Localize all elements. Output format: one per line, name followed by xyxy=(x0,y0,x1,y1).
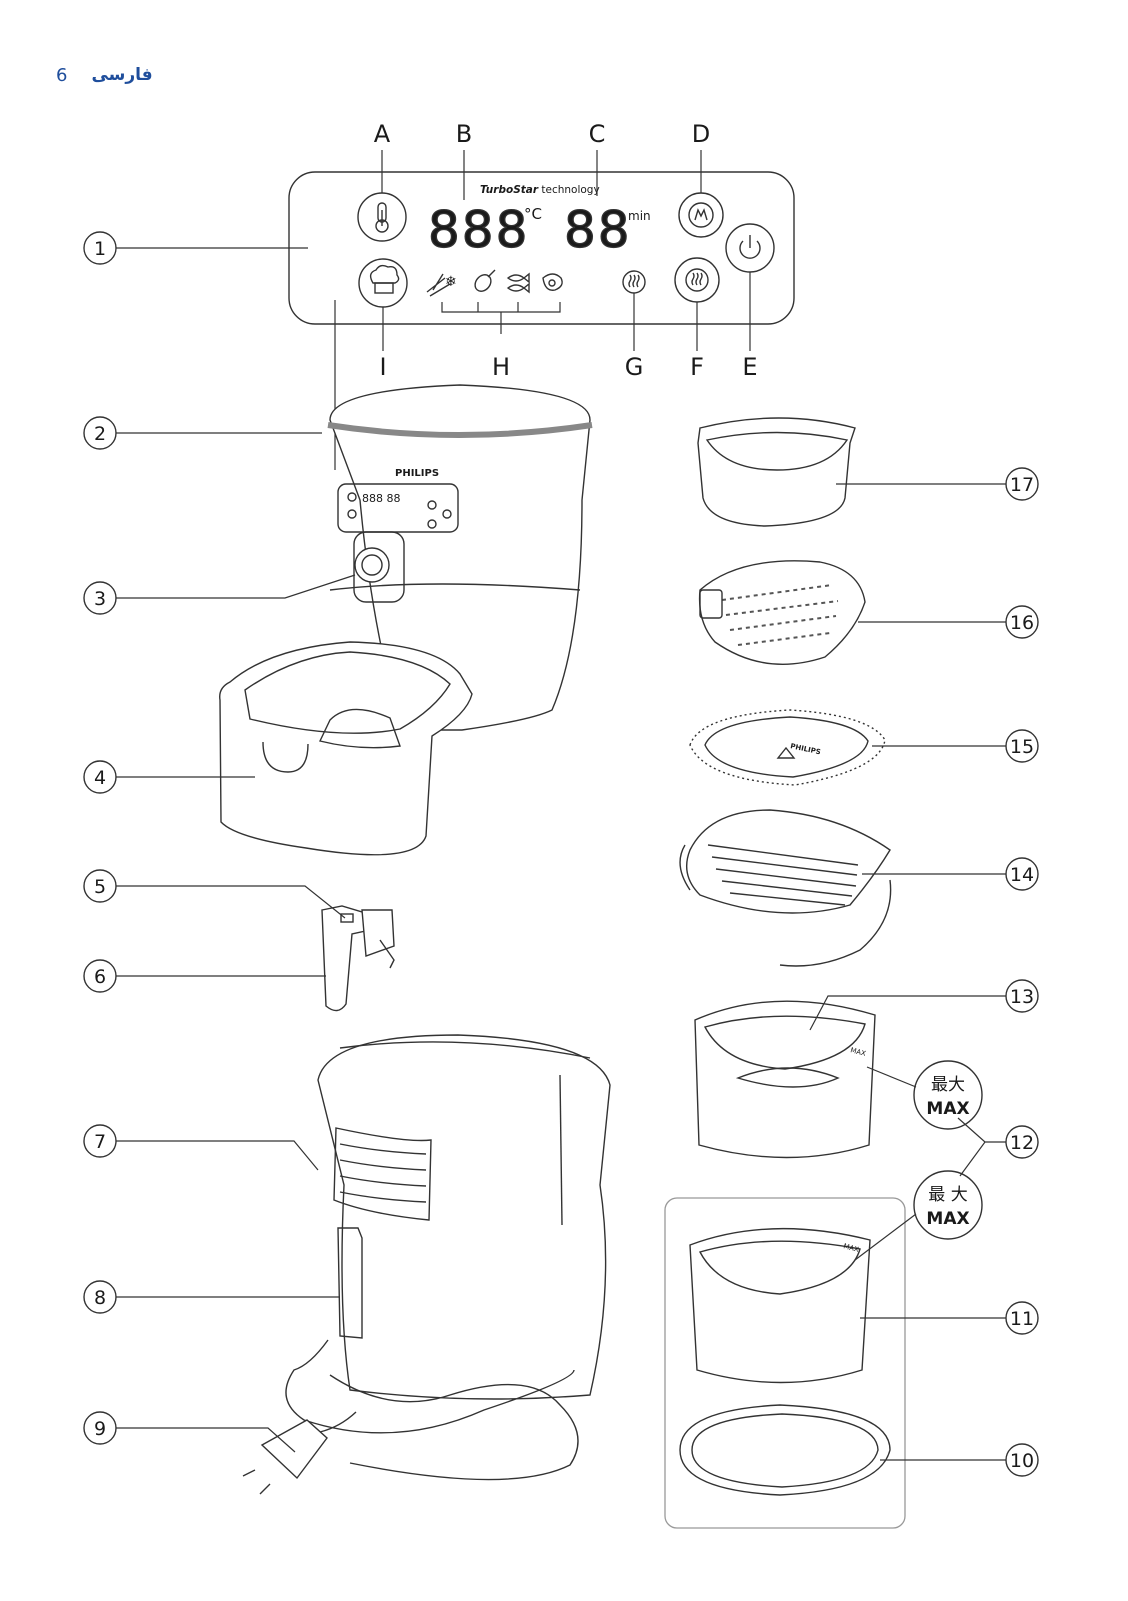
time-display: 88 min xyxy=(563,200,651,259)
power-button xyxy=(725,223,775,273)
grill-rack xyxy=(679,809,892,967)
label-f: F xyxy=(690,353,704,381)
pan xyxy=(219,641,473,856)
callout-11: 11 xyxy=(1010,1308,1034,1330)
appliance-brand: PHILIPS xyxy=(395,468,439,479)
temperature-button xyxy=(357,192,407,242)
callout-12: 12 xyxy=(1010,1132,1034,1154)
label-d: D xyxy=(692,120,710,148)
max-badge-lower: 最 大 MAX xyxy=(913,1170,983,1240)
callout-10: 10 xyxy=(1010,1450,1034,1472)
keep-warm-button xyxy=(674,257,720,303)
time-unit: min xyxy=(628,209,651,223)
label-c: C xyxy=(589,120,606,148)
brand-line: TurboStar technology xyxy=(480,184,600,196)
left-callouts: 1 2 3 4 5 6 7 8 9 xyxy=(83,231,356,1453)
label-h: H xyxy=(492,353,510,381)
plug xyxy=(242,1411,357,1495)
callout-2: 2 xyxy=(94,423,106,445)
temperature-digits: 888 xyxy=(428,201,529,259)
food-preset-icons: ❄ xyxy=(426,269,563,334)
max-badge-lower-latin: MAX xyxy=(926,1209,969,1229)
handle xyxy=(321,905,395,1012)
callout-3: 3 xyxy=(94,588,106,610)
callout-16: 16 xyxy=(1010,612,1034,634)
temperature-display: 888 °C xyxy=(427,200,542,259)
thermometer-icon xyxy=(375,202,389,233)
timer-icon xyxy=(688,202,714,228)
page-language: فارسی xyxy=(91,65,153,85)
temperature-unit: °C xyxy=(524,205,542,223)
callout-4: 4 xyxy=(94,767,106,789)
label-b: B xyxy=(456,120,472,148)
callout-7: 7 xyxy=(94,1131,106,1153)
max-badge-upper: 最大 MAX xyxy=(913,1060,983,1130)
basket-max-mark-lower: MAX xyxy=(842,1242,859,1254)
label-i: I xyxy=(379,353,386,381)
air-fryer-front: PHILIPS 888 88 xyxy=(327,384,593,731)
basket-lower: MAX xyxy=(689,1227,871,1384)
keep-warm-icon xyxy=(685,268,709,292)
preset-button xyxy=(358,258,408,308)
label-g: G xyxy=(625,353,644,381)
label-e: E xyxy=(742,353,757,381)
basket-upper: MAX xyxy=(694,1000,876,1159)
time-digits: 88 xyxy=(564,201,632,259)
right-callouts: 17 16 15 14 13 12 11 10 xyxy=(809,467,1039,1477)
air-fryer-back xyxy=(285,1034,611,1481)
mini-display: 888 88 xyxy=(362,492,401,505)
basket-max-mark-upper: MAX xyxy=(849,1046,866,1058)
callout-8: 8 xyxy=(94,1287,106,1309)
page-header: 6 فارسی xyxy=(56,60,153,90)
drumstick-icon xyxy=(474,269,496,292)
page-number: 6 xyxy=(56,64,68,86)
frozen-fries-icon: ❄ xyxy=(426,273,457,297)
baking-paper: PHILIPS xyxy=(689,709,886,786)
timer-button xyxy=(678,192,724,238)
chef-hat-icon xyxy=(369,264,400,294)
keep-warm-indicator xyxy=(622,270,646,294)
baking-tray xyxy=(697,417,856,527)
callout-1: 1 xyxy=(94,238,106,260)
accessory-box xyxy=(664,1197,906,1529)
max-badge-upper-chinese: 最大 xyxy=(931,1075,965,1095)
callout-9: 9 xyxy=(94,1418,106,1440)
meat-icon xyxy=(542,273,563,291)
control-panel: TurboStar technology 888 °C 88 min xyxy=(288,120,795,470)
callout-13: 13 xyxy=(1010,986,1034,1008)
max-badge-upper-latin: MAX xyxy=(926,1099,969,1119)
callout-17: 17 xyxy=(1010,474,1034,496)
mesh-bottom xyxy=(679,1404,891,1496)
callout-5: 5 xyxy=(94,876,106,898)
callout-14: 14 xyxy=(1010,864,1034,886)
svg-text:❄: ❄ xyxy=(445,274,457,290)
callout-6: 6 xyxy=(94,966,106,988)
fish-icon xyxy=(506,272,530,294)
callout-15: 15 xyxy=(1010,736,1034,758)
max-badge-lower-chinese: 最 大 xyxy=(928,1185,967,1205)
grill-plate xyxy=(698,560,866,665)
power-icon xyxy=(739,235,761,259)
control-knob xyxy=(354,547,390,583)
label-a: A xyxy=(374,120,391,148)
